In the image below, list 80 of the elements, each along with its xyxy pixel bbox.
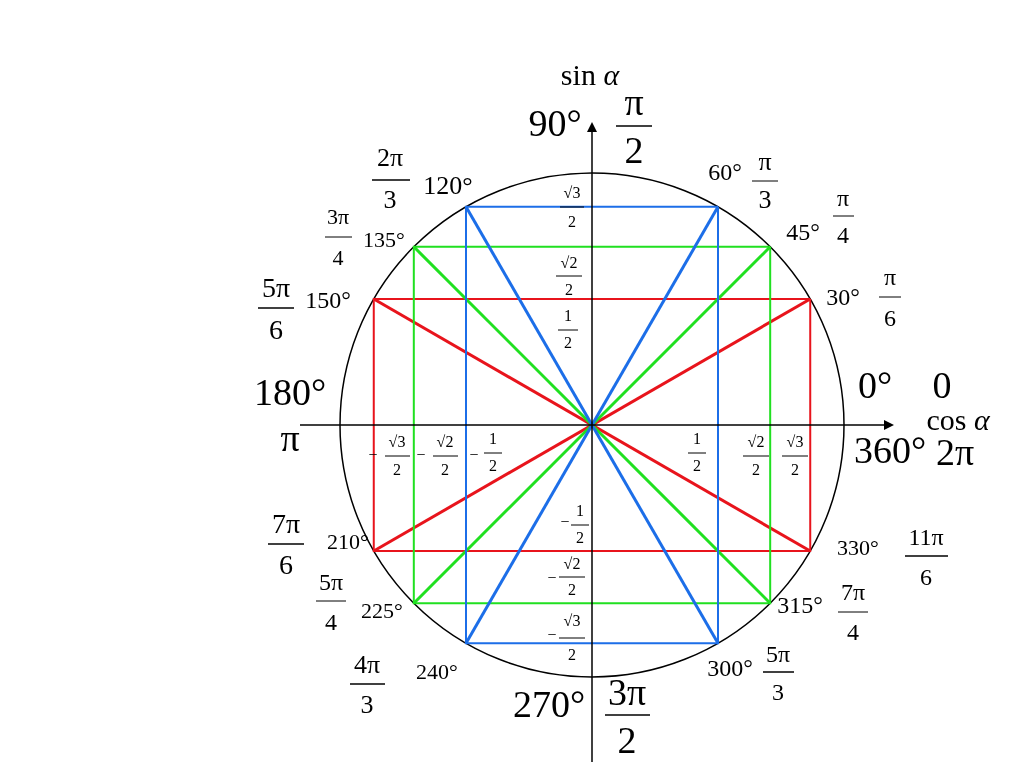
coordinate-value: 2 <box>393 462 401 478</box>
coordinate-value: 2 <box>489 458 497 474</box>
minus-sign: − <box>368 447 378 463</box>
angle-label: 180° <box>253 373 327 411</box>
coordinate-value: 1 <box>576 503 584 519</box>
angle-label: 30° <box>826 285 860 309</box>
radian-denominator: 3 <box>383 187 397 213</box>
radian-numerator: π <box>836 186 850 210</box>
coordinate-value: 2 <box>576 530 584 546</box>
angle-label: 240° <box>416 661 458 683</box>
radian-denominator: 6 <box>269 316 283 344</box>
coordinate-value: 2 <box>791 462 799 478</box>
coordinate-value: √3 <box>388 434 406 450</box>
radian-numerator: 7π <box>840 580 866 604</box>
coordinate-value: 2 <box>568 582 576 598</box>
coordinate-value: 1 <box>489 431 497 447</box>
radian-numerator: 3π <box>326 206 350 228</box>
radian-denominator: 6 <box>920 565 932 589</box>
angle-label: 0° <box>857 366 893 404</box>
angle-label: 2π <box>935 433 975 471</box>
angle-label: 135° <box>363 229 405 251</box>
radian-numerator: 5π <box>261 274 291 302</box>
coordinate-value: √2 <box>560 255 578 271</box>
coordinate-value: 2 <box>441 462 449 478</box>
angle-label: 225° <box>361 600 403 622</box>
angle-label: 330° <box>837 537 879 559</box>
radian-numerator: 11π <box>908 525 944 549</box>
coordinate-value: 2 <box>752 462 760 478</box>
radian-denominator: 3 <box>772 680 784 704</box>
radian-denominator: 4 <box>837 223 849 247</box>
radian-denominator: 2 <box>617 721 637 759</box>
minus-sign: − <box>416 447 426 463</box>
radian-numerator: 5π <box>765 642 791 666</box>
angle-label: 315° <box>777 593 823 617</box>
radian-denominator: 3 <box>758 187 772 213</box>
radian-denominator: 3 <box>360 692 374 718</box>
coordinate-value: 2 <box>565 282 573 298</box>
coordinate-value: 2 <box>693 458 701 474</box>
radian-denominator: 2 <box>624 131 644 169</box>
radian-numerator: 7π <box>271 510 301 538</box>
coordinate-value: 1 <box>564 308 572 324</box>
radian-numerator: 2π <box>376 145 404 171</box>
angle-label: 120° <box>423 173 473 199</box>
angle-label: 210° <box>327 531 369 553</box>
coordinate-value: 1 <box>693 431 701 447</box>
radian-denominator: 6 <box>279 551 293 579</box>
minus-sign: − <box>560 514 570 530</box>
radian-denominator: 4 <box>847 620 859 644</box>
axis-label: sin α <box>560 60 620 90</box>
minus-sign: − <box>547 627 557 643</box>
radian-numerator: 3π <box>607 673 647 711</box>
coordinate-value: √2 <box>563 556 581 572</box>
radian-denominator: 4 <box>325 610 337 634</box>
minus-sign: − <box>469 447 479 463</box>
coordinate-value: 2 <box>568 647 576 663</box>
radian-numerator: 4π <box>353 652 381 678</box>
minus-sign: − <box>547 570 557 586</box>
coordinate-value: √3 <box>786 434 804 450</box>
radian-numerator: π <box>624 83 644 121</box>
axis-label: cos α <box>926 405 990 435</box>
angle-label: 60° <box>708 160 742 184</box>
radian-denominator: 6 <box>884 306 896 330</box>
angle-label: 360° <box>853 431 927 469</box>
angle-label: 270° <box>512 685 586 723</box>
coordinate-value: √2 <box>436 434 454 450</box>
radian-numerator: π <box>883 265 897 289</box>
coordinate-value: √3 <box>563 613 581 629</box>
radian-numerator: π <box>758 149 772 175</box>
coordinate-value: √2 <box>747 434 765 450</box>
angle-label: 150° <box>305 288 351 312</box>
angle-label: 300° <box>707 656 753 680</box>
coordinate-value: 2 <box>564 335 572 351</box>
coordinate-value: √3 <box>563 185 581 201</box>
radian-numerator: 5π <box>318 570 344 594</box>
coordinate-value: 2 <box>568 214 576 230</box>
angle-label: 0 <box>932 366 952 404</box>
radian-denominator: 4 <box>332 247 344 269</box>
angle-label: 90° <box>528 104 582 142</box>
angle-label: 45° <box>786 220 820 244</box>
angle-label: π <box>280 419 300 457</box>
